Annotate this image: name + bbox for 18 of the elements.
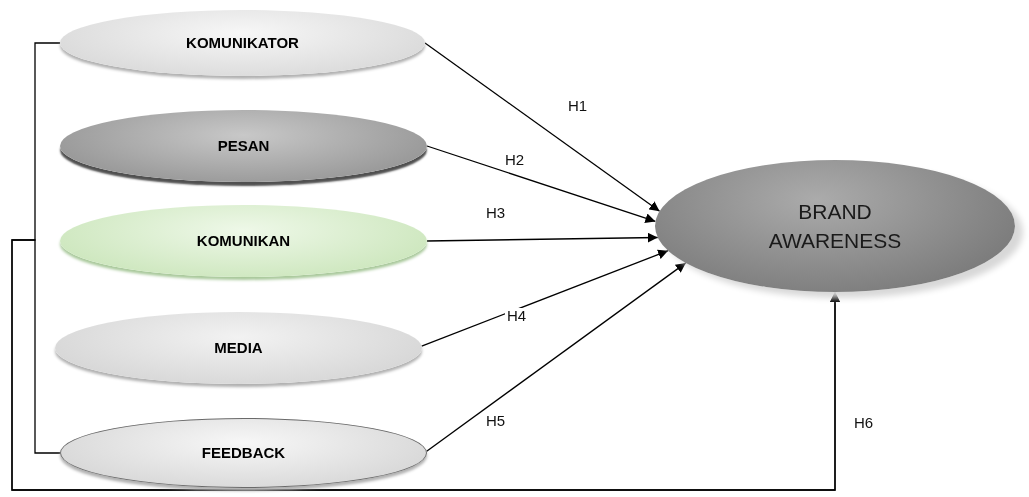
node-label: FEEDBACK [201, 442, 286, 463]
node-label: PESAN [217, 135, 270, 156]
arrow [421, 249, 669, 347]
node-label: BRAND AWARENESS [767, 198, 903, 254]
arrow [11, 239, 840, 491]
node-label: KOMUNIKATOR [186, 32, 299, 53]
node-label: KOMUNIKAN [196, 230, 291, 251]
arrow [424, 42, 661, 212]
arrow [426, 232, 659, 243]
edge-label: H4 [505, 308, 529, 323]
arrow [426, 145, 657, 223]
arrow [426, 262, 687, 452]
edge-label: H5 [484, 413, 508, 428]
node-label: MEDIA [214, 337, 263, 358]
edge-label: H2 [503, 152, 527, 167]
edge-label: H6 [852, 415, 876, 430]
edge-label: H3 [484, 205, 508, 220]
edge-label: H1 [566, 98, 590, 113]
